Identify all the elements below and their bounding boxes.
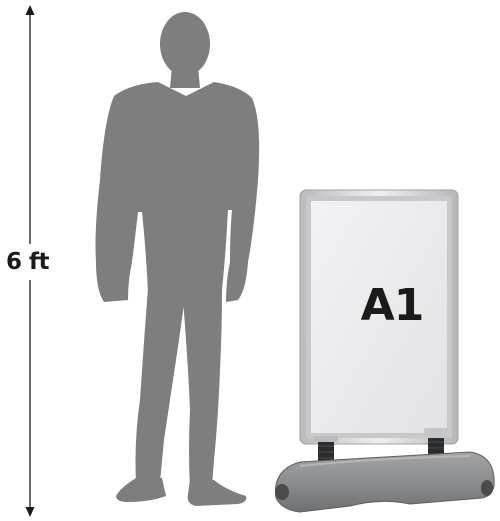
sign-size-label: A1 [332,276,452,336]
arrow-down-icon [26,507,35,517]
height-label: 6 ft [6,244,56,280]
wheel-left [275,484,289,500]
poster-stand [275,190,494,512]
arrow-up-icon [26,5,35,15]
person-silhouette-icon [96,12,260,506]
wheel-right [481,480,493,496]
stand-base [276,452,495,512]
